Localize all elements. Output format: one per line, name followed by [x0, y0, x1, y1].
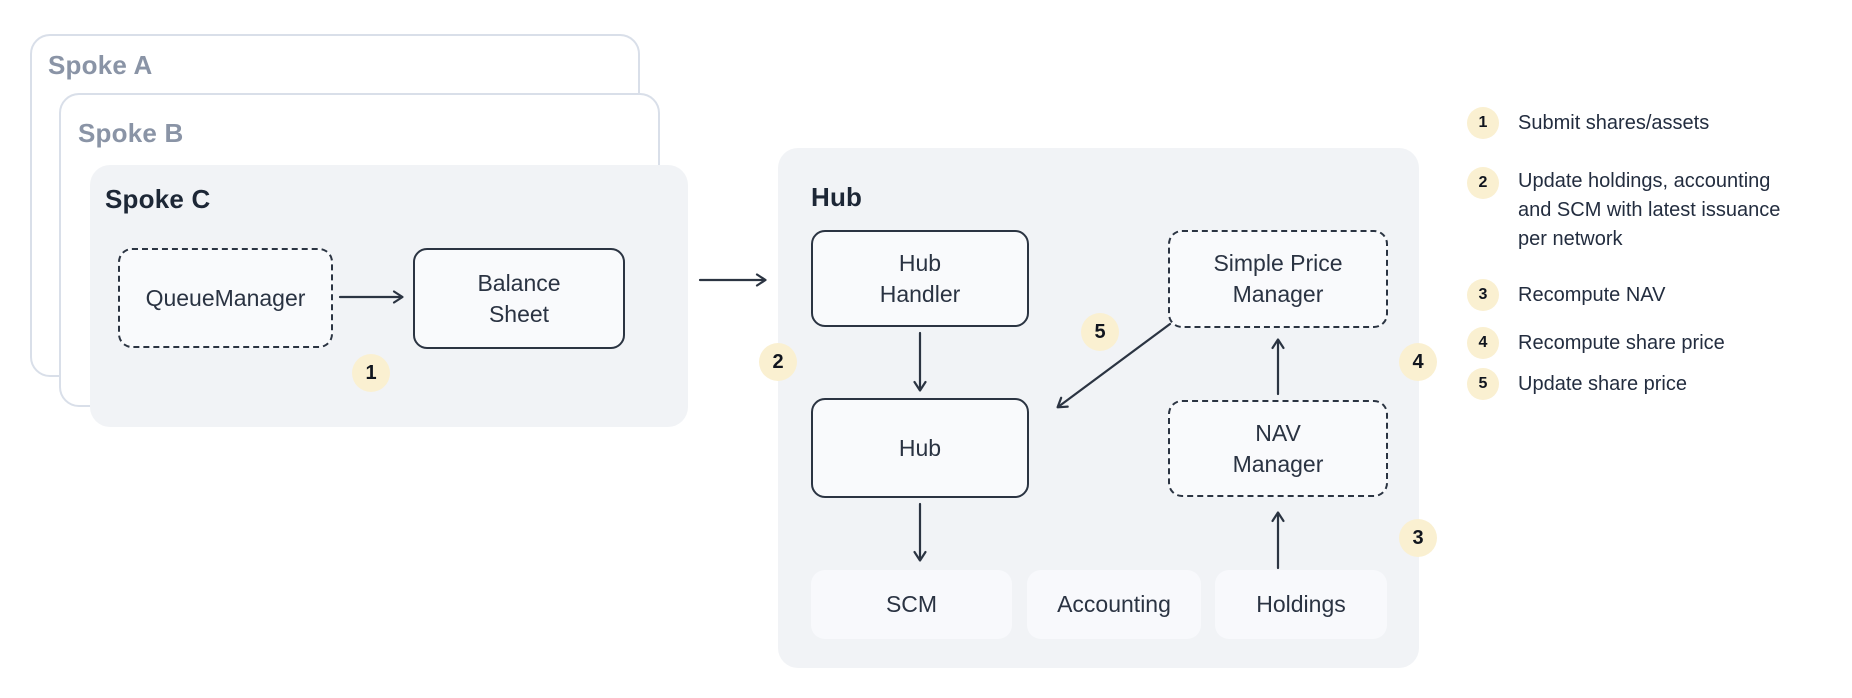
- legend-badge-2: 2: [1467, 167, 1499, 199]
- badge-step-2: 2: [759, 343, 797, 381]
- legend-text-4: Recompute share price: [1518, 332, 1725, 354]
- node-accounting: Accounting: [1027, 570, 1201, 639]
- node-hub-handler: Hub Handler: [811, 230, 1029, 327]
- legend-badge-1: 1: [1467, 107, 1499, 139]
- node-balance-sheet: Balance Sheet: [413, 248, 625, 349]
- legend-badge-3: 3: [1467, 279, 1499, 311]
- hub-label: Hub: [811, 182, 863, 212]
- badge-step-3: 3: [1399, 519, 1437, 557]
- spoke-a-label: Spoke A: [48, 50, 153, 80]
- node-hub: Hub: [811, 398, 1029, 498]
- node-scm: SCM: [811, 570, 1012, 639]
- legend-badge-4: 4: [1467, 327, 1499, 359]
- spoke-c-label: Spoke C: [105, 184, 211, 214]
- badge-step-5: 5: [1081, 313, 1119, 351]
- spoke-b-label: Spoke B: [78, 118, 184, 148]
- node-queue-manager: QueueManager: [118, 248, 333, 348]
- legend-text-1: Submit shares/assets: [1518, 112, 1710, 134]
- badge-step-4: 4: [1399, 343, 1437, 381]
- legend-text-5: Update share price: [1518, 373, 1687, 395]
- legend-text-2: Update holdings, accounting and SCM with…: [1518, 170, 1781, 250]
- legend-text-3: Recompute NAV: [1518, 284, 1666, 306]
- node-nav-manager: NAV Manager: [1168, 400, 1388, 497]
- legend-badge-5: 5: [1467, 368, 1499, 400]
- badge-step-1: 1: [352, 354, 390, 392]
- node-simple-price-manager: Simple Price Manager: [1168, 230, 1388, 328]
- node-holdings: Holdings: [1215, 570, 1387, 639]
